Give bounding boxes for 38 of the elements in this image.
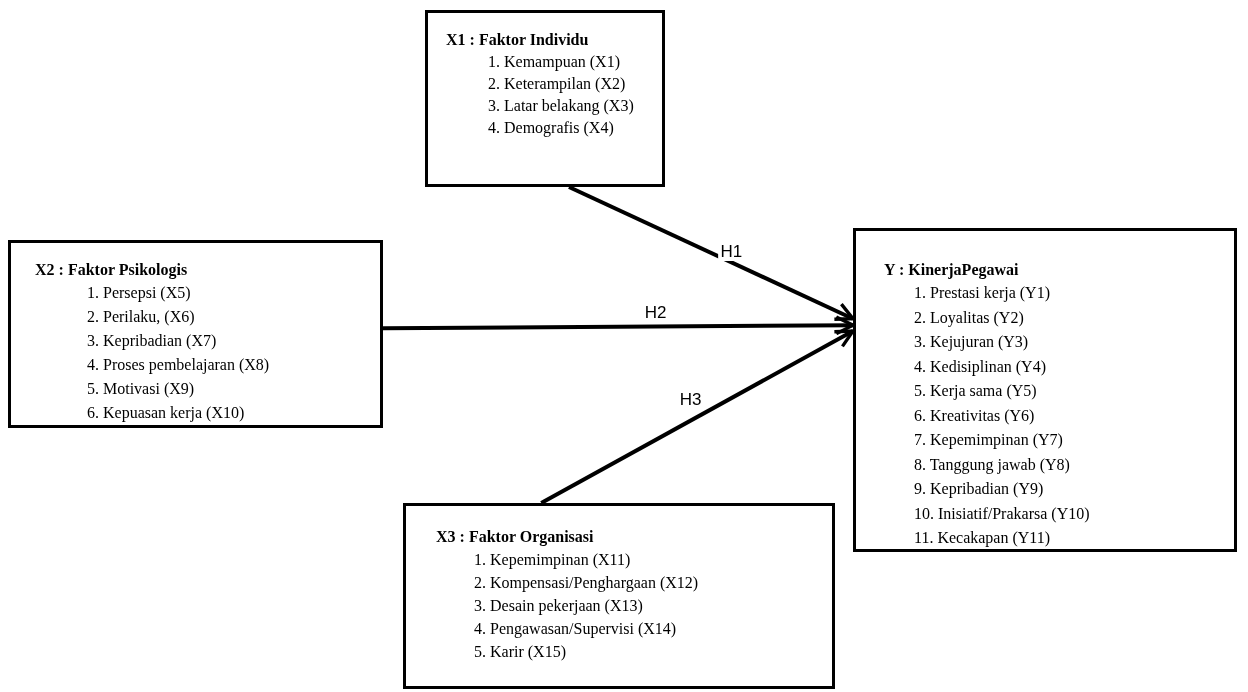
list-item: 1. Prestasi kerja (Y1) xyxy=(914,283,1050,304)
variable-box xyxy=(425,10,665,187)
box-heading: X1 : Faktor Individu xyxy=(446,30,589,50)
list-item: 5. Motivasi (X9) xyxy=(87,379,195,400)
list-item: 3. Latar belakang (X3) xyxy=(488,96,634,117)
list-item: 2. Keterampilan (X2) xyxy=(488,74,626,95)
variable-box xyxy=(8,240,383,428)
list-item: 3. Kepribadian (X7) xyxy=(87,331,217,352)
edge-label: H1 xyxy=(718,243,745,262)
list-item: 6. Kreativitas (Y6) xyxy=(914,405,1035,427)
list-item: 3. Desain pekerjaan (X13) xyxy=(474,596,643,617)
list-item: 7. Kepemimpinan (Y7) xyxy=(914,430,1063,451)
variable-box xyxy=(853,228,1237,552)
list-item: 3. Kejujuran (Y3) xyxy=(914,332,1029,353)
list-item: 1. Persepsi (X5) xyxy=(87,283,191,304)
list-item: 4. Demografis (X4) xyxy=(488,118,614,139)
list-item: 8. Tanggung jawab (Y8) xyxy=(914,454,1070,476)
list-item: 5. Karir (X15) xyxy=(474,642,566,663)
list-item: 2. Perilaku, (X6) xyxy=(87,307,195,328)
list-item: 6. Kepuasan kerja (X10) xyxy=(87,403,245,424)
list-item: 11. Kecakapan (Y11) xyxy=(914,528,1051,549)
list-item: 1. Kemampuan (X1) xyxy=(488,52,620,73)
arrow xyxy=(568,185,855,321)
list-item: 4. Pengawasan/Supervisi (X14) xyxy=(474,619,677,640)
variable-box xyxy=(403,503,835,689)
box-heading: X3 : Faktor Organisasi xyxy=(436,527,594,548)
list-item: 4. Kedisiplinan (Y4) xyxy=(914,356,1046,378)
list-item: 5. Kerja sama (Y5) xyxy=(914,381,1037,402)
box-heading: X2 : Faktor Psikologis xyxy=(35,260,188,281)
arrow xyxy=(540,329,855,505)
list-item: 2. Loyalitas (Y2) xyxy=(914,307,1024,329)
list-item: 9. Kepribadian (Y9) xyxy=(914,479,1044,500)
list-item: 4. Proses pembelajaran (X8) xyxy=(87,355,270,376)
list-item: 1. Kepemimpinan (X11) xyxy=(474,550,631,571)
box-heading: Y : KinerjaPegawai xyxy=(884,260,1019,281)
list-item: 10. Inisiatif/Prakarsa (Y10) xyxy=(914,503,1090,525)
list-item: 2. Kompensasi/Penghargaan (X12) xyxy=(474,573,699,594)
arrow xyxy=(383,315,855,336)
